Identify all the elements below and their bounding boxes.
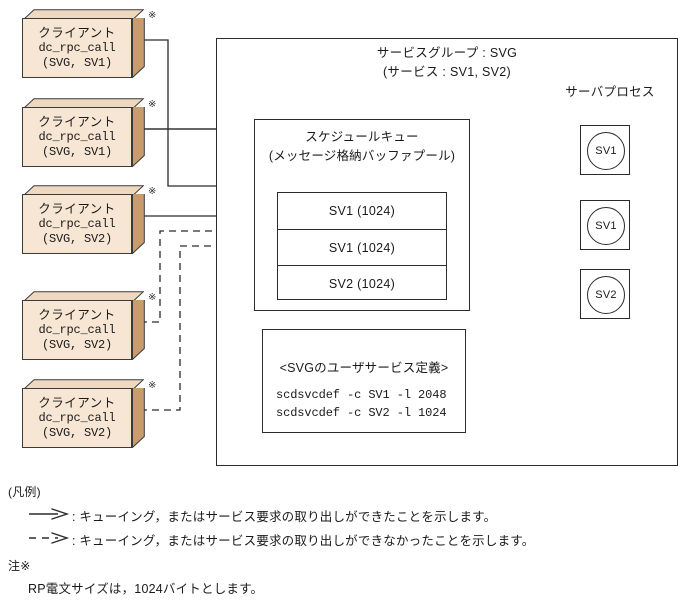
legend-row-dashed: : キューイング，またはサービス要求の取り出しができなかったことを示します。 xyxy=(28,530,534,549)
client-box-3[interactable]: クライアント dc_rpc_call (SVG, SV2) ※ xyxy=(21,182,157,256)
client-asterisk-marker: ※ xyxy=(148,186,157,197)
client-box-1[interactable]: クライアント dc_rpc_call (SVG, SV1) ※ xyxy=(21,6,157,80)
client-asterisk-marker: ※ xyxy=(148,10,157,21)
queue-slot: SV1 (1024) xyxy=(328,204,396,218)
schedule-queue-title-line2: (メッセージ格納バッファプール) xyxy=(268,148,456,163)
service-definition-commands: scdsvcdef -c SV1 -l 2048 scdsvcdef -c SV… xyxy=(276,386,447,422)
client-box-front-face xyxy=(22,194,132,254)
server-process-heading: サーバプロセス xyxy=(565,85,655,99)
client-box-side-face xyxy=(132,6,145,79)
schedule-queue-title: スケジュールキュー (メッセージ格納バッファプール) xyxy=(254,128,470,166)
service-group-title: サービスグループ : SVG (サービス : SV1, SV2) xyxy=(216,44,678,82)
schedule-queue-slot-list: SV1 (1024) SV1 (1024) SV2 (1024) xyxy=(277,192,447,300)
legend-text-solid: : キューイング，またはサービス要求の取り出しができたことを示します。 xyxy=(72,510,497,524)
service-definition-command: scdsvcdef -c SV2 -l 1024 xyxy=(276,406,447,420)
client-box-5[interactable]: クライアント dc_rpc_call (SVG, SV2) ※ xyxy=(21,376,157,450)
queue-slot: SV1 (1024) xyxy=(278,229,446,265)
client-box-side-face xyxy=(132,95,145,168)
note-heading: 注※ xyxy=(8,559,31,573)
wire-client-4 xyxy=(140,230,228,323)
service-group-title-line2: (サービス : SV1, SV2) xyxy=(382,64,512,79)
server-process-box-3[interactable]: SV2 xyxy=(580,269,630,319)
note-body: RP電文サイズは，1024バイトとします。 xyxy=(28,582,264,596)
client-box-front-face xyxy=(22,388,132,448)
service-definition-command: scdsvcdef -c SV1 -l 2048 xyxy=(276,388,447,402)
client-asterisk-marker: ※ xyxy=(148,292,157,303)
dashed-arrow-icon xyxy=(28,532,72,547)
client-asterisk-marker: ※ xyxy=(148,99,157,110)
client-box-side-face xyxy=(132,182,145,255)
client-box-side-face xyxy=(132,376,145,449)
server-process-box-2[interactable]: SV1 xyxy=(580,200,630,250)
client-box-2[interactable]: クライアント dc_rpc_call (SVG, SV1) ※ xyxy=(21,95,157,169)
client-box-front-face xyxy=(22,300,132,360)
service-definition-frame xyxy=(262,329,466,433)
legend-text-dashed: : キューイング，またはサービス要求の取り出しができなかったことを示します。 xyxy=(72,534,535,548)
schedule-queue-title-line1: スケジュールキュー xyxy=(305,130,419,144)
server-process-box-1[interactable]: SV1 xyxy=(580,125,630,175)
legend-row-solid: : キューイング，またはサービス要求の取り出しができたことを示します。 xyxy=(28,506,496,525)
service-definition-title: <SVGのユーザサービス定義> xyxy=(279,361,449,375)
server-process-label: SV2 xyxy=(587,276,625,314)
server-process-label: SV1 xyxy=(587,207,625,245)
service-group-title-line1: サービスグループ : SVG xyxy=(376,46,518,60)
wire-client-5 xyxy=(140,245,228,411)
wire-client-1 xyxy=(140,39,228,187)
client-box-front-face xyxy=(22,18,132,78)
client-box-side-face xyxy=(132,288,145,361)
server-process-label: SV1 xyxy=(587,132,625,170)
legend-heading: (凡例) xyxy=(8,485,41,499)
queue-slot: SV2 (1024) xyxy=(278,265,446,301)
client-box-front-face xyxy=(22,107,132,167)
solid-arrow-icon xyxy=(28,508,72,523)
client-box-4[interactable]: クライアント dc_rpc_call (SVG, SV2) ※ xyxy=(21,288,157,362)
client-asterisk-marker: ※ xyxy=(148,380,157,391)
